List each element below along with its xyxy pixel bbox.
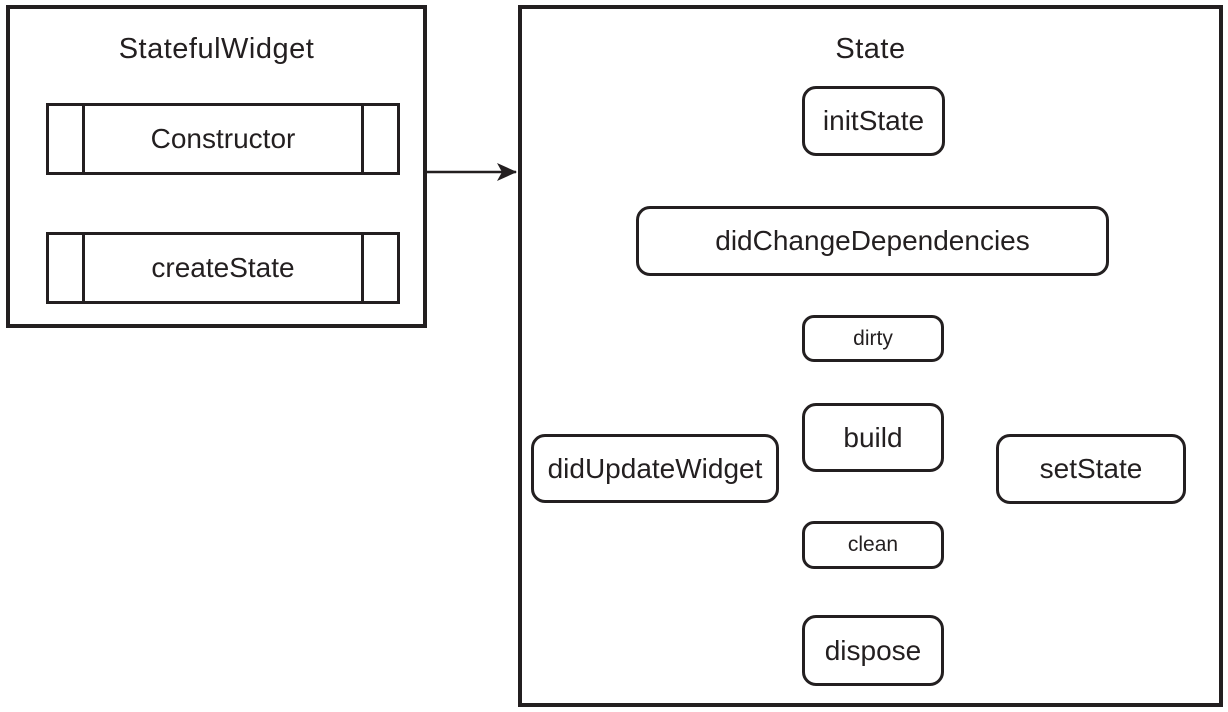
clean-node: clean xyxy=(802,521,944,569)
didupdatewidget-node: didUpdateWidget xyxy=(531,434,779,503)
dirty-node-label: dirty xyxy=(853,326,893,350)
constructor-node: Constructor xyxy=(46,103,400,175)
subroutine-bar-right-icon xyxy=(361,103,364,175)
statefulwidget-panel-title: StatefulWidget xyxy=(118,33,315,65)
dispose-node: dispose xyxy=(802,615,944,686)
build-node-label: build xyxy=(843,421,903,453)
createstate-node-label: createState xyxy=(151,252,295,283)
dirty-node: dirty xyxy=(802,315,944,362)
createstate-node: createState xyxy=(46,232,400,304)
subroutine-bar-left-icon xyxy=(82,232,85,304)
clean-node-label: clean xyxy=(847,533,899,556)
initstate-node-label: initState xyxy=(822,105,925,136)
didupdatewidget-node-label: didUpdateWidget xyxy=(547,452,763,484)
subroutine-bar-left-icon xyxy=(82,103,85,175)
subroutine-bar-right-icon xyxy=(361,232,364,304)
state-panel-title: State xyxy=(835,33,906,65)
dispose-node-label: dispose xyxy=(824,634,922,666)
setstate-node-label: setState xyxy=(1039,453,1143,484)
build-node: build xyxy=(802,403,944,472)
setstate-node: setState xyxy=(996,434,1186,504)
constructor-node-label: Constructor xyxy=(150,123,296,154)
initstate-node: initState xyxy=(802,86,945,156)
didchangedependencies-node-label: didChangeDependencies xyxy=(715,225,1030,256)
didchangedependencies-node: didChangeDependencies xyxy=(636,206,1109,276)
statefulwidget-panel: StatefulWidget Constructor createState xyxy=(6,5,427,328)
